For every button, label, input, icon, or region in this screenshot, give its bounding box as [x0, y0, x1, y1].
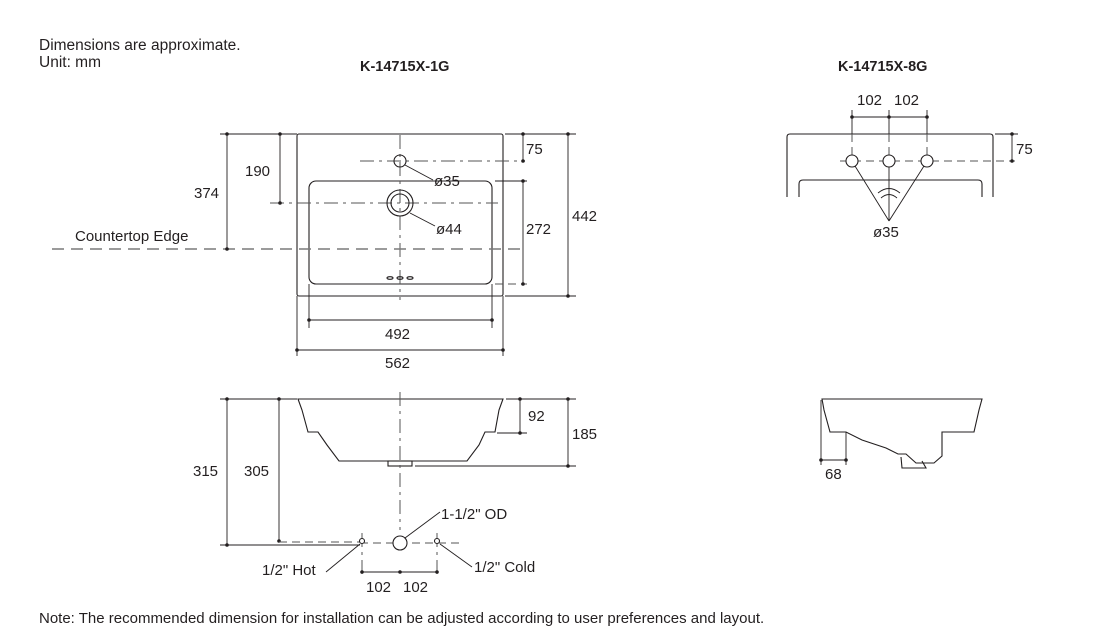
waste-outlet: [392, 535, 408, 551]
dim-562: 562: [385, 355, 410, 372]
dim-185: 185: [572, 426, 597, 443]
basin-side-profile-8g: [821, 398, 983, 464]
unit-note: Unit: mm: [39, 54, 101, 71]
dim-374: 374: [194, 185, 219, 202]
dim-75: 75: [526, 141, 543, 158]
basin-outline-8g: [786, 133, 994, 197]
dim-492: 492: [385, 326, 410, 343]
spacing-right-1g: 102: [403, 579, 428, 596]
faucet-hole-left: [845, 154, 859, 168]
dim-68: 68: [825, 466, 842, 483]
spacing-left-8g: 102: [857, 92, 882, 109]
hot-supply: [358, 537, 366, 545]
basin-side-profile: [297, 398, 504, 462]
cold-supply-label: 1/2" Cold: [474, 559, 535, 576]
spacing-left-1g: 102: [366, 579, 391, 596]
dim-92: 92: [528, 408, 545, 425]
model-title-8g: K-14715X-8G: [838, 59, 928, 75]
model-title-1g: K-14715X-1G: [360, 59, 450, 75]
approximate-note: Dimensions are approximate.: [39, 37, 241, 54]
side-view-8g: 68: [819, 398, 983, 483]
faucet-hole-center: [882, 154, 896, 168]
side-view-1g: 315 305 92 185 1-1/2" OD 1/2" Hot 1/2" C…: [193, 392, 597, 596]
faucet-holes-label-8g: ø35: [873, 224, 899, 241]
drain-od-label: 1-1/2" OD: [441, 506, 507, 523]
bowl-outline-8g: [798, 179, 983, 197]
dim-272: 272: [526, 221, 551, 238]
top-view-8g: 102 102 75 ø35: [786, 92, 1033, 241]
basin-outline: [296, 133, 504, 297]
dim-75-8g: 75: [1016, 141, 1033, 158]
faucet-hole-right: [920, 154, 934, 168]
faucet-hole: [393, 154, 407, 168]
countertop-edge-label: Countertop Edge: [75, 228, 188, 245]
dim-442: 442: [572, 208, 597, 225]
faucet-hole-label: ø35: [434, 173, 460, 190]
drain-inner: [390, 193, 410, 213]
cold-supply: [433, 537, 441, 545]
footer-note: Note: The recommended dimension for inst…: [39, 610, 765, 627]
dim-305: 305: [244, 463, 269, 480]
dim-190: 190: [245, 163, 270, 180]
spacing-right-8g: 102: [894, 92, 919, 109]
dim-315: 315: [193, 463, 218, 480]
top-view-1g: 374 190 75 272 442 492 562 ø35 ø44 Count…: [52, 132, 597, 372]
drain-hole-label: ø44: [436, 221, 462, 238]
drain-tail-8g: [900, 456, 927, 469]
hot-supply-label: 1/2" Hot: [262, 562, 317, 579]
drain-outer: [386, 189, 414, 217]
